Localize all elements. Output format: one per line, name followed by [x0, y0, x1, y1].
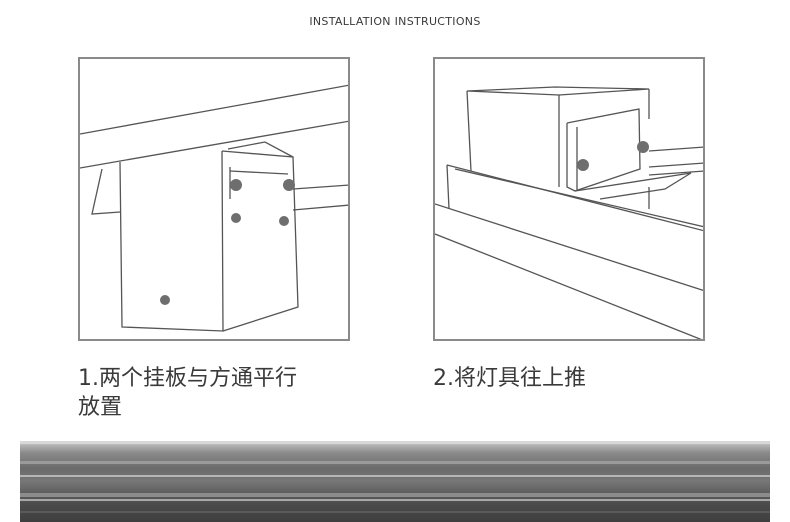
screw-hole	[577, 159, 589, 171]
step-1-caption-line-2: 放置	[78, 395, 123, 420]
screw-hole	[279, 216, 289, 226]
screw-hole	[160, 295, 170, 305]
step-1-illustration	[78, 57, 350, 341]
screw-hole	[637, 141, 649, 153]
page-title: INSTALLATION INSTRUCTIONS	[309, 15, 481, 28]
step-2-caption: 2.将灯具往上推	[433, 364, 723, 393]
screw-holes	[160, 179, 295, 305]
step-1-caption-line-1: 1.两个挂板与方通平行	[78, 366, 297, 391]
step-2-caption-line-1: 2.将灯具往上推	[433, 366, 586, 391]
step-1-drawing	[80, 84, 348, 332]
step-2-drawing	[435, 86, 703, 339]
screw-hole	[283, 179, 295, 191]
screw-hole	[230, 179, 242, 191]
step-2-illustration	[433, 57, 705, 341]
screw-hole	[231, 213, 241, 223]
screw-holes	[577, 141, 649, 171]
step-1-caption: 1.两个挂板与方通平行 放置	[78, 364, 368, 422]
steel-profile-image	[20, 441, 770, 522]
